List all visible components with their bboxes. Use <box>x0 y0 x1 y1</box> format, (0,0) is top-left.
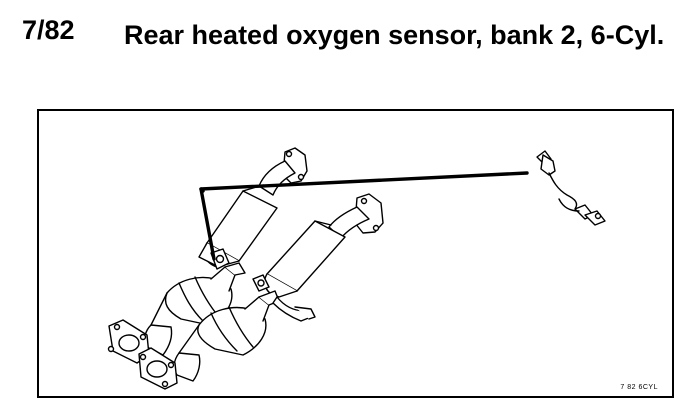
figure-frame: 7 82 6CYL <box>37 109 674 398</box>
figure-code: 7 82 6CYL <box>620 384 658 391</box>
hanger-brackets <box>272 296 316 322</box>
rear-oxygen-sensor <box>536 150 606 226</box>
figure-number: 7/82 <box>22 15 75 45</box>
figure-title: Rear heated oxygen sensor, bank 2, 6-Cyl… <box>124 20 665 50</box>
installed-oxygen-sensor <box>210 248 270 292</box>
lower-exhaust-pipe <box>263 193 384 298</box>
callout-line <box>199 171 529 261</box>
exhaust-system-illustration <box>107 147 606 390</box>
manifold-flanges <box>107 319 178 390</box>
page-heading: 7/82 Rear heated oxygen sensor, bank 2, … <box>0 0 688 100</box>
catalytic-converters <box>144 262 280 382</box>
